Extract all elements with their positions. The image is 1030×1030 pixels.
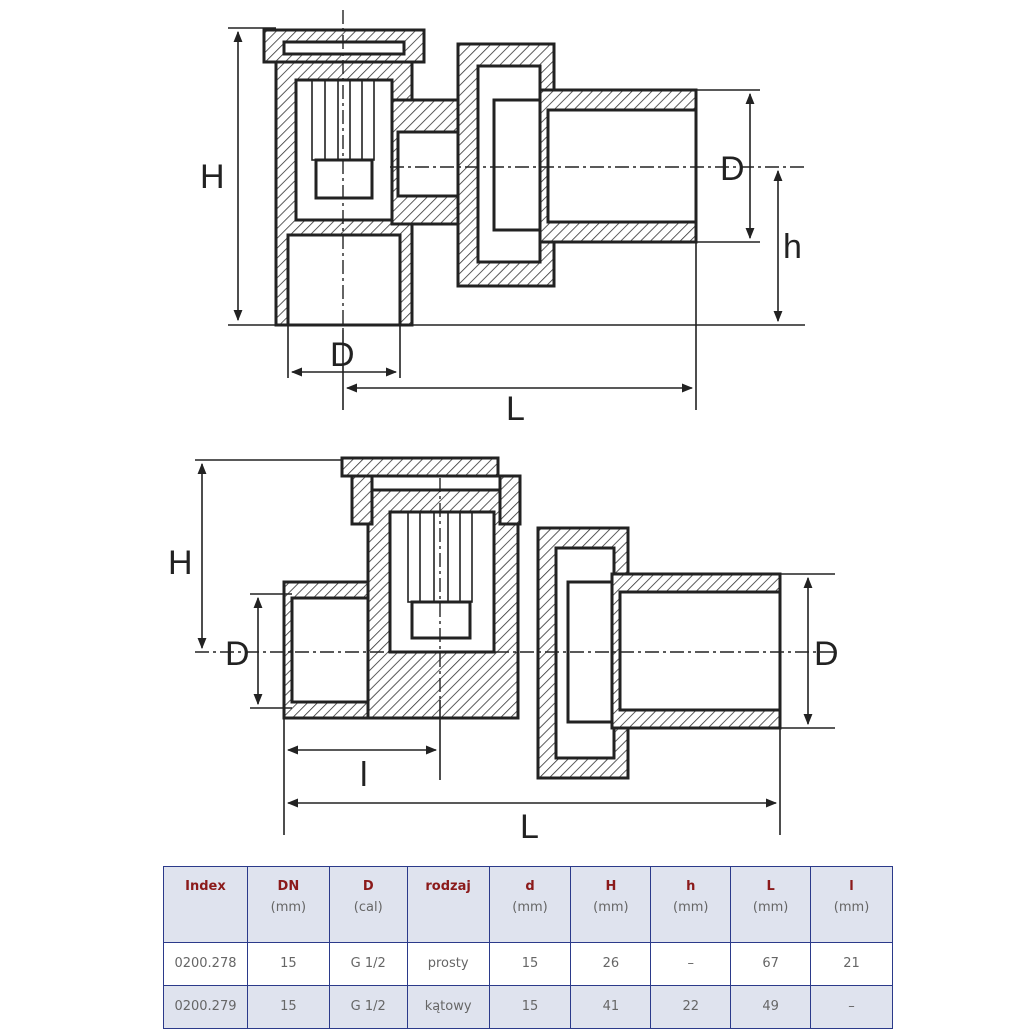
bottom-H-label: H xyxy=(168,544,193,582)
table-cell: 15 xyxy=(246,942,330,986)
top-D-bottom-label: D xyxy=(330,336,355,374)
spec-table: Index DN(mm) D(cal) rodzaj d(mm) H(mm) h… xyxy=(163,866,893,1029)
header-d-cal: D(cal) xyxy=(328,866,408,943)
table-header-row: Index DN(mm) D(cal) rodzaj d(mm) H(mm) h… xyxy=(163,866,893,943)
table-cell: 0200.278 xyxy=(163,942,248,986)
table-cell: 15 xyxy=(488,942,572,986)
header-L: L(mm) xyxy=(730,866,812,943)
angle-valve-drawing: H D h D L xyxy=(200,10,805,428)
table-cell: 67 xyxy=(730,942,812,986)
table-cell: 0200.279 xyxy=(163,985,248,1029)
bottom-L-label: L xyxy=(520,808,539,846)
header-d-mm: d(mm) xyxy=(488,866,572,943)
table-cell: 41 xyxy=(570,985,652,1029)
header-rodzaj: rodzaj xyxy=(406,866,490,943)
straight-valve-drawing: H D D l L xyxy=(168,456,839,846)
header-dn: DN(mm) xyxy=(246,866,330,943)
header-H: H(mm) xyxy=(570,866,652,943)
top-L-label: L xyxy=(506,390,525,428)
header-index: Index xyxy=(163,866,248,943)
table-cell: – xyxy=(810,985,893,1029)
table-cell: kątowy xyxy=(406,985,490,1029)
technical-drawing: H D h D L xyxy=(168,10,839,846)
table-row: 0200.278 15 G 1/2 prosty 15 26 – 67 21 xyxy=(163,942,893,986)
top-H-label: H xyxy=(200,158,225,196)
table-row: 0200.279 15 G 1/2 kątowy 15 41 22 49 – xyxy=(163,985,893,1029)
table-cell: 49 xyxy=(730,985,812,1029)
top-D-right-label: D xyxy=(720,150,745,188)
header-l: l(mm) xyxy=(810,866,893,943)
top-h-label: h xyxy=(783,228,802,266)
table-cell: 15 xyxy=(246,985,330,1029)
table-cell: 15 xyxy=(488,985,572,1029)
table-cell: 22 xyxy=(650,985,732,1029)
bottom-D-right-label: D xyxy=(814,635,839,673)
bottom-l-label: l xyxy=(360,756,368,794)
bottom-D-left-label: D xyxy=(225,635,250,673)
table-cell: 26 xyxy=(570,942,652,986)
table-cell: prosty xyxy=(406,942,490,986)
table-cell: G 1/2 xyxy=(328,985,408,1029)
table-cell: – xyxy=(650,942,732,986)
header-h: h(mm) xyxy=(650,866,732,943)
table-cell: 21 xyxy=(810,942,893,986)
table-cell: G 1/2 xyxy=(328,942,408,986)
